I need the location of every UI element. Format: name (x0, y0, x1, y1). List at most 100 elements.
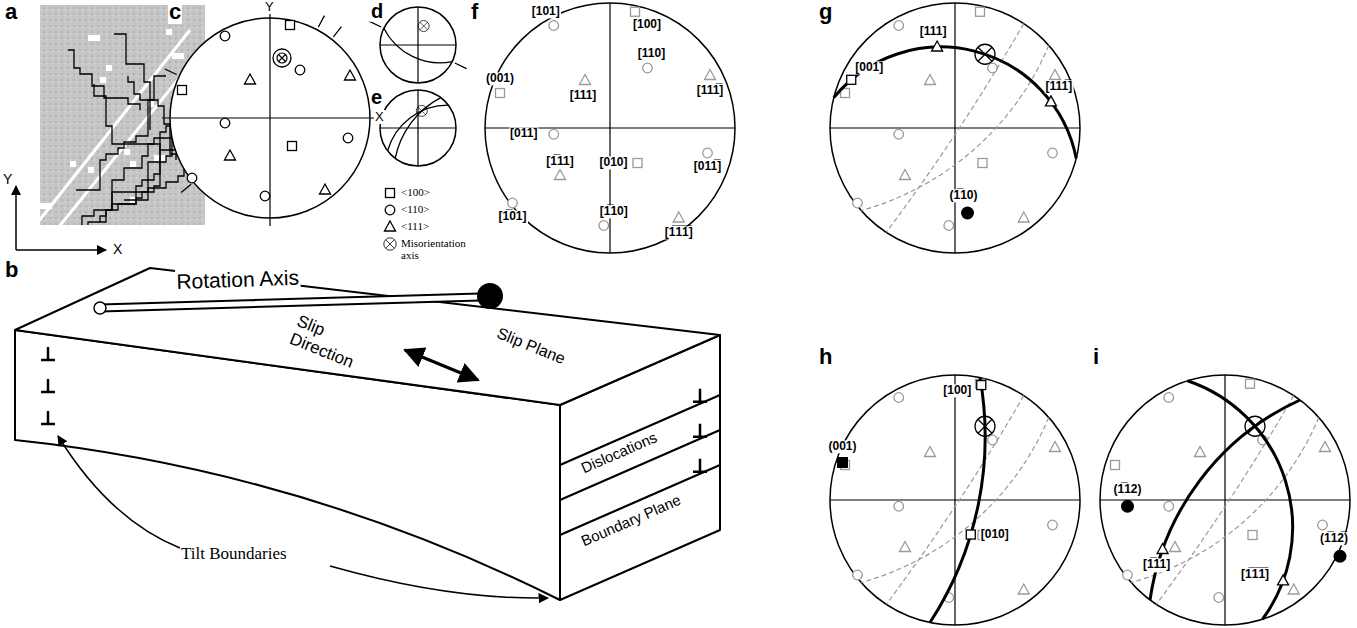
pole-symbol (286, 21, 295, 30)
pole-symbol (1018, 584, 1029, 594)
pole-symbol (343, 133, 353, 143)
pole-symbol (837, 457, 848, 468)
figure-label: X (112, 242, 123, 257)
figure-label: Tilt Boundaries (180, 545, 288, 564)
pole-symbol (932, 41, 943, 51)
pole-symbol (1278, 575, 1289, 585)
figure-label: Dislocations (578, 429, 661, 477)
pole-label: [111] (919, 25, 948, 38)
pole-symbol (345, 70, 356, 80)
pole-symbol (418, 21, 429, 32)
pole-symbol (245, 74, 256, 84)
pole-symbol (944, 221, 954, 231)
pole-symbol (220, 118, 230, 128)
pole-symbol (385, 221, 396, 231)
pole-label: [100] (942, 384, 972, 397)
pole-label: [1̅1̅1̅] (1240, 568, 1270, 581)
pole-symbol (1050, 442, 1061, 452)
panel-letter: h (818, 345, 833, 369)
pole-label: [100] (632, 18, 662, 31)
figure-label: Slip Direction (286, 312, 374, 377)
pole-label: [110] (637, 47, 666, 60)
legend-symbol (383, 203, 397, 217)
pole-symbol (225, 150, 236, 160)
pole-symbol (508, 198, 518, 208)
pole-label: [1̅1̅1̅] (664, 226, 694, 239)
pole-symbol (1246, 379, 1255, 388)
pole-symbol (976, 7, 985, 16)
pole-label: (1̅10) (948, 189, 978, 202)
pole-label: [010] (980, 528, 1010, 541)
pole-label: (001) (485, 72, 515, 85)
pole-symbol (643, 63, 653, 73)
pole-label: [001] (854, 61, 884, 74)
pole-label: [1̅01] (497, 210, 527, 223)
stereonet (380, 7, 456, 83)
pole-label: [101] (531, 5, 561, 18)
pole-symbol (853, 198, 863, 208)
legend-symbol (383, 186, 397, 200)
axis-arrow (15, 186, 17, 250)
pole-symbol (1045, 96, 1056, 106)
pole-symbol (925, 447, 936, 457)
pole-label: [011̅] (693, 160, 722, 173)
pole-symbol (320, 184, 331, 194)
pole-symbol (580, 75, 591, 85)
pole-symbol (977, 381, 986, 390)
stereonet (830, 375, 1080, 625)
pole-symbol (1123, 570, 1133, 580)
pole-symbol (631, 7, 640, 16)
pole-label: [111̅] (1045, 80, 1074, 93)
pole-symbol (1318, 520, 1328, 530)
figure-label: X (374, 110, 385, 124)
great-circle (834, 41, 1347, 623)
pole-symbol (894, 501, 904, 511)
pole-symbol (900, 170, 911, 180)
pole-symbol (894, 21, 904, 31)
pole-symbol (1048, 520, 1058, 530)
pole-symbol (853, 570, 863, 580)
panel-letter: a (4, 0, 18, 24)
pole-symbol (1195, 447, 1206, 457)
pole-symbol (1248, 531, 1257, 540)
legend-text: <100> (401, 186, 430, 198)
pole-label: (1̅12) (1112, 484, 1142, 497)
pole-label: [1̅10] (599, 205, 629, 218)
pole-symbol (1157, 543, 1168, 553)
pole-symbol (703, 148, 713, 158)
legend-text: Misorientation axis (401, 237, 475, 261)
pole-symbol (1048, 148, 1058, 158)
tick-mark (333, 27, 341, 37)
legend-item: Misorientation axis (383, 237, 475, 261)
stereonet (485, 3, 735, 253)
legend-symbol (383, 220, 397, 234)
pole-symbol (288, 142, 297, 151)
pole-symbol (1050, 70, 1061, 80)
pole-symbol (1320, 442, 1331, 452)
pole-symbol (1164, 393, 1174, 403)
pole-symbol (988, 435, 998, 445)
stereonet (380, 90, 456, 166)
pole-symbol (1111, 461, 1120, 470)
pole-label: (1̅12̅) (1319, 533, 1349, 546)
stereonet (1100, 375, 1350, 625)
tick-mark (369, 21, 381, 27)
legend-text: <111> (401, 220, 429, 232)
tick-mark (181, 184, 191, 192)
axis-arrow (16, 249, 106, 251)
legend-item: <110> (383, 203, 475, 217)
panel-letter: g (818, 0, 833, 24)
legend-item: <111> (383, 220, 475, 234)
panel-letter: c (168, 0, 182, 24)
pole-label: [1̅11] (1142, 559, 1171, 572)
panel-letter: e (370, 86, 383, 108)
pole-symbol (1214, 593, 1224, 603)
figure-label: Y (264, 0, 275, 14)
pole-symbol (1164, 501, 1174, 511)
pole-symbol (549, 21, 559, 31)
pole-label: [010] (598, 156, 628, 169)
pole-symbol (496, 89, 505, 98)
legend-item: <100> (383, 186, 475, 200)
pole-symbol (549, 129, 559, 139)
